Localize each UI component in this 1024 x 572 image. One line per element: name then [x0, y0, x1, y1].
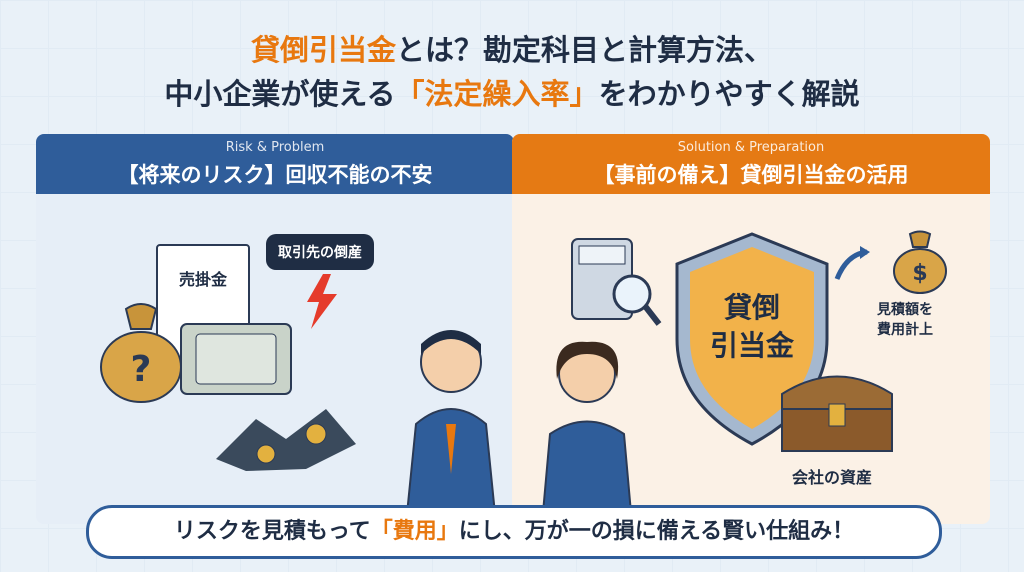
lightning-icon [307, 274, 337, 329]
estimate-label: 見積額を 費用計上 [877, 302, 933, 338]
money-bag-icon: ? [100, 303, 182, 403]
bottom-text-a: リスクを見積もって [173, 519, 371, 544]
bottom-highlight: 「費用」 [370, 519, 459, 544]
ground-crack-icon [216, 409, 356, 471]
worried-businessman-icon [404, 330, 498, 524]
title-line-1: 貸倒引当金とは？勘定科目と計算方法、 [0, 28, 1024, 72]
risk-panel-title: 【将来のリスク】回収不能の不安 [117, 163, 433, 187]
company-assets-label: 会社の資産 [792, 468, 873, 487]
title-line2-a: 中小企業が使える [164, 77, 396, 111]
dollar-bag-symbol: $ [912, 261, 927, 286]
cash-stack-icon [180, 323, 292, 395]
page-title: 貸倒引当金とは？勘定科目と計算方法、 中小企業が使える「法定繰入率」をわかりやす… [0, 28, 1024, 116]
solution-panel-header: Solution & Preparation 【事前の備え】貸倒引当金の活用 [512, 134, 990, 194]
title-line1-rest: とは？勘定科目と計算方法、 [396, 33, 774, 67]
receivable-label: 売掛金 [178, 270, 227, 289]
title-line-2: 中小企業が使える「法定繰入率」をわかりやすく解説 [0, 72, 1024, 116]
risk-panel: Risk & Problem 【将来のリスク】回収不能の不安 売掛金 ? 取引先… [36, 134, 514, 524]
arrow-icon [834, 246, 870, 280]
solution-panel-subtitle: Solution & Preparation [677, 140, 825, 155]
dollar-bag-icon: $ [893, 230, 947, 294]
bottom-message: リスクを見積もって「費用」にし、万が一の損に備える賢い仕組み！ [86, 505, 942, 559]
bankruptcy-tag: 取引先の倒産 [266, 234, 374, 270]
money-bag-question-mark: ? [131, 349, 152, 390]
risk-panel-header: Risk & Problem 【将来のリスク】回収不能の不安 [36, 134, 514, 194]
businesswoman-icon [540, 341, 634, 524]
title-highlight: 貸倒引当金 [250, 33, 396, 67]
title-line2-highlight: 「法定繰入率」 [395, 77, 599, 111]
treasure-chest-icon [781, 375, 893, 452]
calculator-magnifier-icon [571, 238, 662, 326]
solution-panel-title: 【事前の備え】貸倒引当金の活用 [593, 163, 909, 187]
shield-label: 貸倒 引当金 [709, 291, 794, 362]
title-line2-b: をわかりやすく解説 [598, 77, 860, 111]
risk-panel-subtitle: Risk & Problem [225, 140, 325, 155]
bankruptcy-cloud: 取引先の倒産 [266, 234, 374, 270]
solution-panel: Solution & Preparation 【事前の備え】貸倒引当金の活用 貸… [512, 134, 990, 524]
bottom-text-b: にし、万が一の損に備える賢い仕組み！ [458, 519, 855, 544]
